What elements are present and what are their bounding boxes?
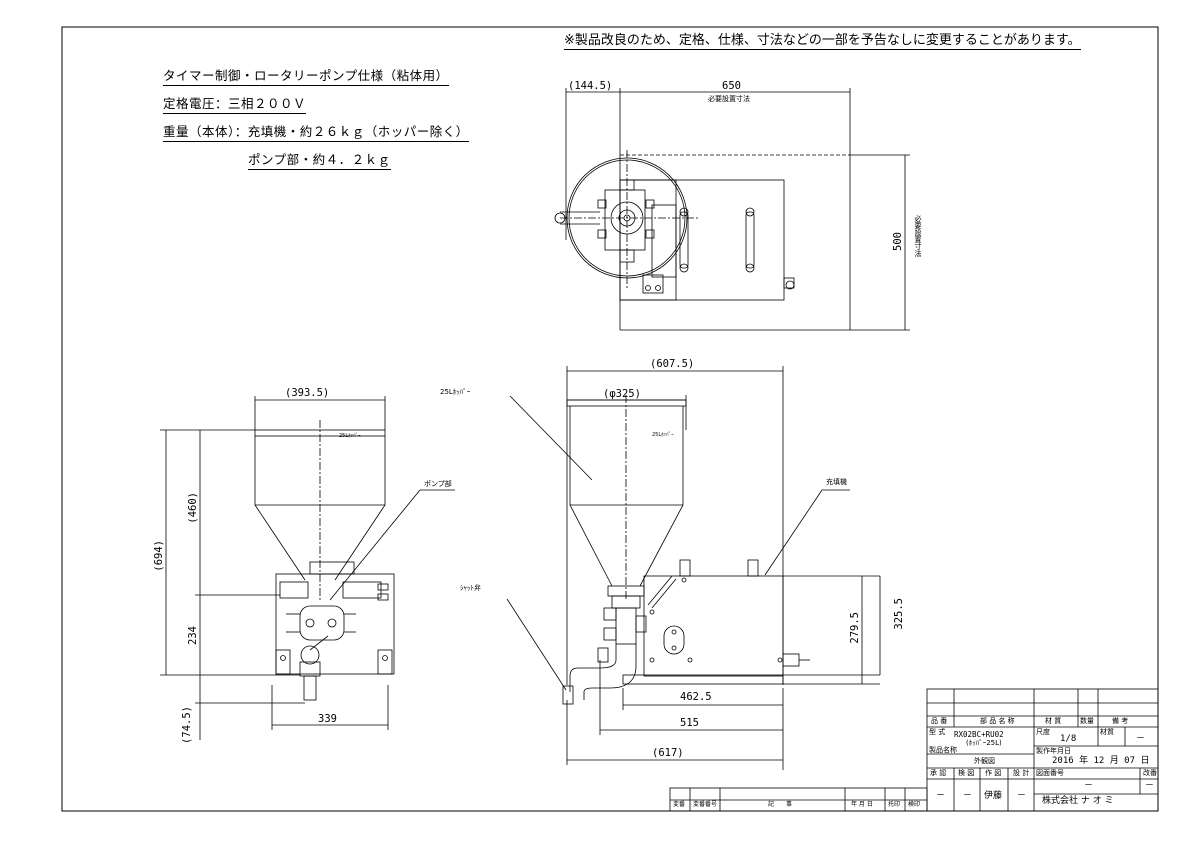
dim-side-height-2: 325.5	[893, 598, 905, 630]
tb-qty-header: 数量	[1080, 717, 1094, 725]
rev-date: 年 月 日	[851, 801, 873, 808]
dim-side-hopper-dia: (φ325)	[603, 388, 641, 400]
tb-design-label: 設 計	[1013, 769, 1030, 777]
dim-front-base-width: 339	[318, 713, 337, 725]
rev-description: 記 事	[768, 801, 793, 808]
tb-part-no-header: 品 番	[931, 717, 948, 725]
tb-approve-label: 承 認	[930, 769, 947, 777]
dim-top-width: 650	[722, 80, 741, 92]
tb-draw-value: 伊藤	[984, 791, 1003, 801]
tb-model-sub: (ﾎｯﾊﾟｰ25L)	[966, 739, 1002, 747]
tb-remarks-header: 備 考	[1112, 717, 1129, 725]
label-pump: ポンプ部	[424, 480, 452, 488]
dim-front-total-height: (694)	[153, 540, 165, 572]
tb-material-value: －	[1136, 734, 1146, 744]
rev-change-no: 変番番号	[693, 801, 718, 808]
label-side-hopper: 25Lﾎｯﾊﾟｰ	[440, 388, 471, 396]
tb-rev-label: 改番	[1143, 769, 1157, 777]
label-shut-valve: ｼｬｯﾄ弁	[460, 584, 481, 592]
tb-check-label: 検 図	[958, 769, 975, 777]
tb-model-value: RX02BC+RU02	[954, 730, 1004, 739]
sheet-border	[61, 26, 1159, 812]
spec-weight: 重量（本体）：充填機・約２６ｋｇ（ホッパー除く）	[163, 125, 469, 142]
tb-rev-value: －	[1145, 781, 1155, 791]
tb-drawing-no-label: 図面番号	[1036, 769, 1064, 777]
dim-top-depth: 500	[892, 232, 904, 251]
dim-side-height-1: 279.5	[849, 612, 861, 644]
dim-front-nozzle: (74.5)	[181, 706, 193, 744]
tb-draw-label: 作 図	[985, 769, 1002, 777]
tb-date-label: 製作年月日	[1036, 747, 1071, 755]
front-view	[160, 396, 455, 740]
spec-pump-weight: ポンプ部・約４．２ｋｇ	[248, 153, 391, 170]
spec-title: タイマー制御・ロータリーポンプ仕様（粘体用）	[163, 69, 449, 86]
dim-side-base: 462.5	[680, 691, 712, 703]
spec-voltage: 定格電圧：三相２００Ｖ	[163, 97, 307, 114]
label-top-depth: 必要設置寸法	[914, 215, 922, 257]
dim-front-body-height: 234	[187, 626, 199, 645]
top-view	[554, 88, 910, 331]
tb-drawing-no-value: －	[1084, 781, 1094, 791]
label-filler: 充填機	[826, 478, 847, 486]
dim-side-515: 515	[680, 717, 699, 729]
tb-material-label: 材質	[1100, 728, 1114, 736]
tb-model-label: 型 式	[929, 728, 946, 736]
rev-checker: 検印	[908, 801, 921, 808]
tb-scale-value: 1/8	[1060, 734, 1077, 744]
tb-approve-value: －	[936, 791, 946, 801]
dim-top-offset: (144.5)	[568, 80, 613, 92]
tb-scale-label: 尺度	[1036, 728, 1050, 736]
dim-side-overall: (607.5)	[650, 358, 695, 370]
label-top-width: 必要設置寸法	[708, 95, 750, 103]
tb-date-value: 2016 年 12 月 07 日	[1052, 756, 1150, 766]
front-hopper-tag: 25Lﾎｯﾊﾟｰ	[339, 433, 361, 439]
dim-front-hopper-width: (393.5)	[285, 387, 330, 399]
side-view	[506, 366, 881, 770]
tb-design-value: －	[1017, 791, 1027, 801]
notice-text: ※製品改良のため、定格、仕様、寸法などの一部を予告なしに変更することがあります。	[564, 33, 1081, 50]
rev-drafter: 托印	[888, 801, 901, 808]
rev-change: 変番	[673, 801, 686, 808]
side-hopper-tag: 25Lﾎｯﾊﾟｰ	[652, 432, 674, 438]
dim-side-617: (617)	[652, 747, 684, 759]
dim-front-hopper-height: (460)	[187, 492, 199, 524]
tb-part-name-header: 部 品 名 称	[980, 717, 1015, 725]
tb-product-name-label: 製品名称	[929, 746, 957, 754]
tb-product-name-value: 外観図	[974, 757, 995, 765]
title-block-grid	[669, 688, 1159, 812]
tb-check-value: －	[963, 791, 973, 801]
tb-company: 株式会社 ナ オ ミ	[1042, 796, 1114, 806]
tb-material-header: 材 質	[1045, 717, 1062, 725]
